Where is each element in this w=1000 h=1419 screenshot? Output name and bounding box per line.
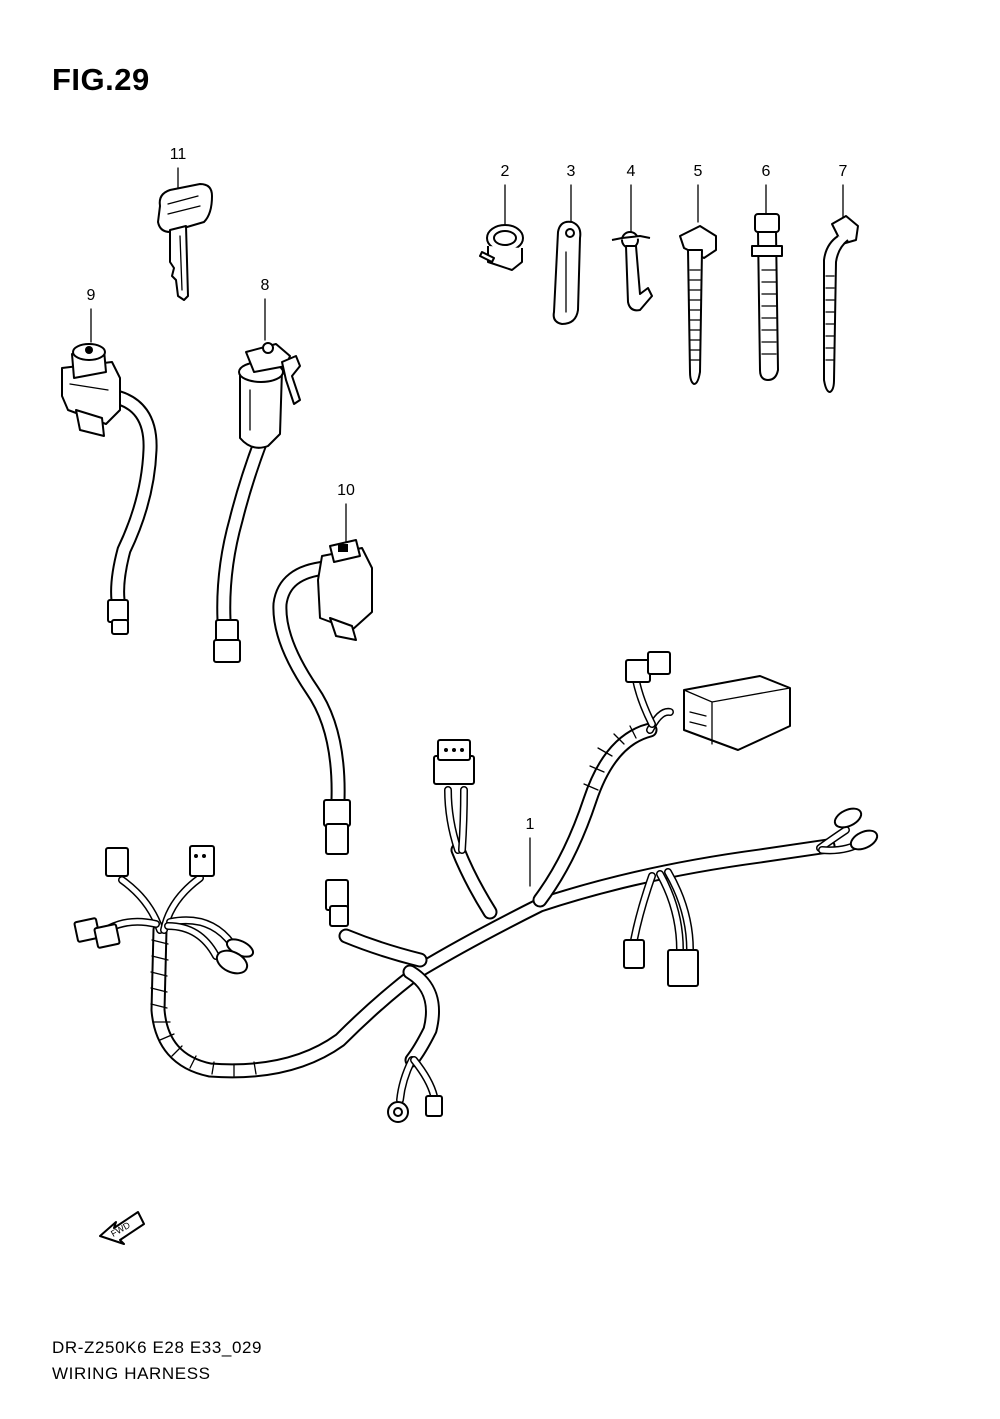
- callout-10: 10: [337, 482, 355, 499]
- switch-part-10: [272, 539, 373, 855]
- callout-7: 7: [838, 163, 848, 180]
- callout-11: 11: [169, 146, 187, 163]
- cable-tie-part-7: [823, 215, 859, 393]
- callout-8: 8: [260, 277, 270, 294]
- key-part-11: [157, 183, 213, 301]
- figure-caption: WIRING HARNESS: [52, 1364, 211, 1383]
- callout-1: 1: [525, 816, 535, 833]
- callout-5: 5: [693, 163, 703, 180]
- callout-3: 3: [566, 163, 576, 180]
- switch-part-9: [61, 343, 158, 635]
- ignition-switch-part-8: [213, 342, 301, 663]
- callout-4: 4: [626, 163, 636, 180]
- clamp-part-2: [479, 224, 524, 271]
- cable-tie-part-6: [751, 213, 783, 381]
- clip-part-4: [611, 231, 653, 312]
- callout-6: 6: [761, 163, 771, 180]
- figure-title: FIG.29: [52, 62, 150, 97]
- callout-2: 2: [500, 163, 510, 180]
- fwd-arrow-icon: FWD: [99, 1211, 145, 1245]
- wiring-harness-part-1: [73, 651, 879, 1123]
- model-code: DR-Z250K6 E28 E33_029: [52, 1338, 263, 1357]
- callout-9: 9: [86, 287, 96, 304]
- cable-tie-part-5: [679, 225, 717, 385]
- strap-clamp-part-3: [552, 220, 582, 325]
